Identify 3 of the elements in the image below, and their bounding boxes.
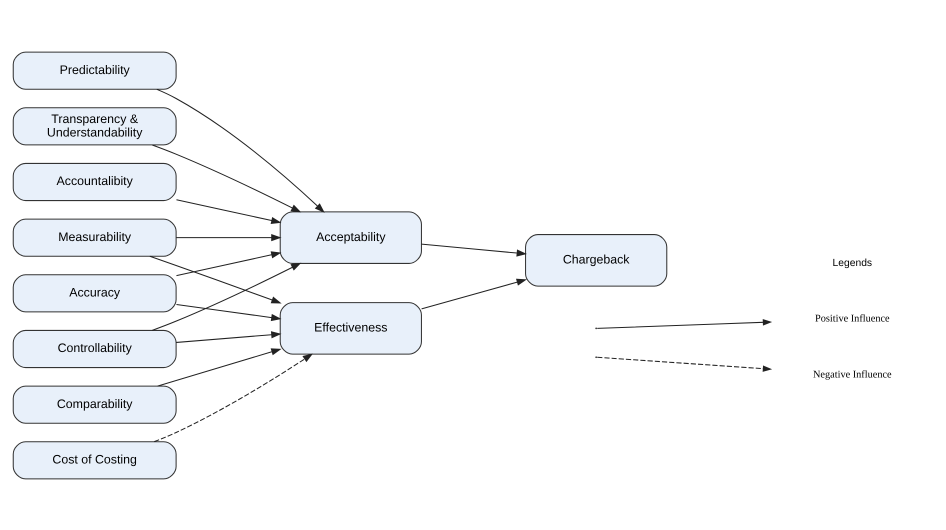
legend-label: Negative Influence	[812, 368, 892, 380]
label: Legends	[832, 258, 872, 269]
legend-label: Positive Influence	[814, 313, 890, 324]
